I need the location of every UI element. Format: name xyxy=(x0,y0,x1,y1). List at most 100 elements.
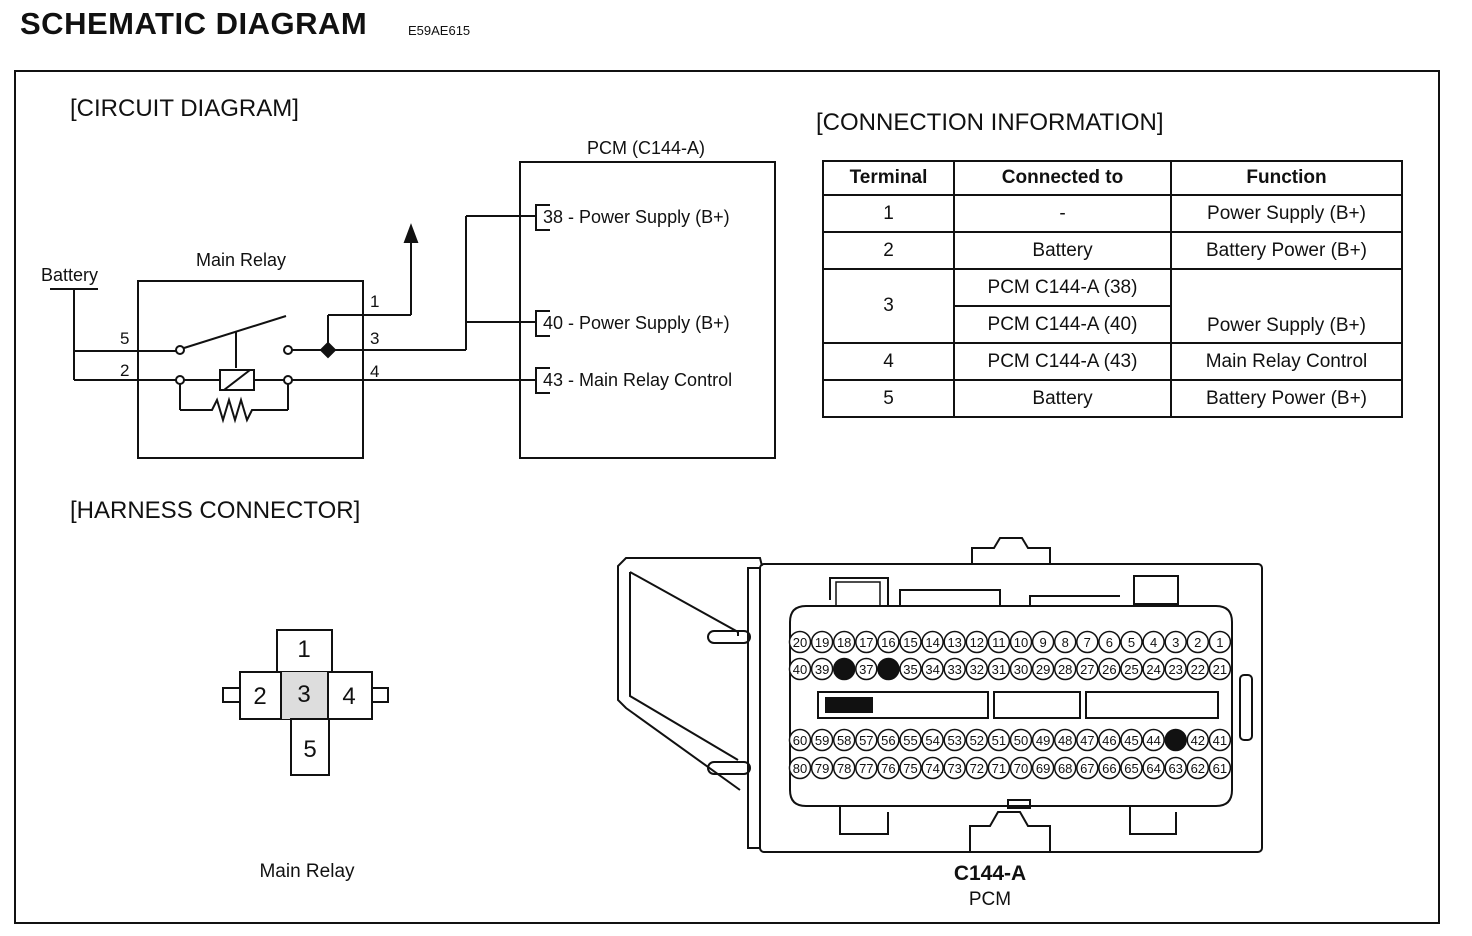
column-header: Terminal xyxy=(822,160,955,196)
pcm-pin-23 xyxy=(1164,657,1187,681)
terminal-cell: 5 xyxy=(822,379,955,418)
pcm-pin-label: 4 xyxy=(1150,635,1157,650)
connected-cell: PCM C144-A (43) xyxy=(953,342,1172,381)
connected-cell: Battery xyxy=(953,379,1172,418)
pcm-pin-10 xyxy=(1009,630,1033,654)
pcm-pin-47 xyxy=(1076,728,1099,752)
pcm-pin-label: 63 xyxy=(1168,761,1182,776)
pcm-pin-label: 49 xyxy=(1036,733,1050,748)
relay-terminal-label: 2 xyxy=(253,683,266,710)
pcm-pin-79 xyxy=(810,756,834,780)
pcm-pin-65 xyxy=(1120,756,1143,780)
connected-cell: PCM C144-A (40) xyxy=(953,305,1172,344)
pcm-pin-14 xyxy=(921,630,944,654)
pcm-pin-label: 7 xyxy=(1084,635,1091,650)
key-slot xyxy=(1085,691,1219,719)
relay-pin-label: 2 xyxy=(120,361,129,380)
pcm-pin-68 xyxy=(1053,756,1077,780)
pcm-pin-27 xyxy=(1076,657,1099,681)
relay-pin-label: 5 xyxy=(120,329,129,348)
table-header-row: Terminal Connected to Function xyxy=(822,160,1403,196)
pcm-pin-label: 59 xyxy=(815,733,829,748)
pcm-pin-label: 16 xyxy=(881,635,895,650)
pcm-pin-24 xyxy=(1142,657,1165,681)
pcm-pin-11 xyxy=(987,630,1011,654)
pcm-pin-61 xyxy=(1208,756,1232,780)
pcm-pin-43 xyxy=(1164,728,1187,752)
relay-pin-label: 3 xyxy=(370,329,379,348)
pcm-pin-label: 70 xyxy=(1014,761,1028,776)
pcm-pin-46 xyxy=(1098,728,1121,752)
pcm-pin-bracket xyxy=(535,310,550,337)
pcm-pin-80 xyxy=(788,756,812,780)
pcm-pin-label: 73 xyxy=(947,761,961,776)
pcm-pin-label: 37 xyxy=(859,662,873,677)
pcm-pin-label: 53 xyxy=(947,733,961,748)
key-slot xyxy=(817,691,989,719)
pcm-pin-70 xyxy=(1009,756,1033,780)
pcm-pin-label: 40 xyxy=(793,662,807,677)
pcm-pin-label: 57 xyxy=(859,733,873,748)
pcm-pin-label: 33 xyxy=(947,662,961,677)
pcm-pin-bracket xyxy=(535,367,550,394)
table-row: 5 Battery Battery Power (B+) xyxy=(822,379,1403,418)
pcm-pin-label: 65 xyxy=(1124,761,1138,776)
pcm-pin-9 xyxy=(1031,630,1055,654)
pcm-pin-56 xyxy=(877,728,900,752)
pcm-pin-4 xyxy=(1142,630,1165,654)
pcm-pin-label: 34 xyxy=(925,662,939,677)
resistor-icon xyxy=(180,396,288,424)
battery-label: Battery xyxy=(41,265,98,285)
pcm-pin-label: 24 xyxy=(1146,662,1160,677)
pcm-pin-19 xyxy=(810,630,834,654)
pcm-pin-label: 10 xyxy=(1014,635,1028,650)
pcm-pin-3 xyxy=(1164,630,1187,654)
pcm-pin-label: 9 xyxy=(1039,635,1046,650)
connector-lever xyxy=(617,557,763,791)
pcm-pin-5 xyxy=(1120,630,1143,654)
pcm-pin-label: 18 xyxy=(837,635,851,650)
pcm-pin-label: 22 xyxy=(1191,662,1205,677)
switch-contact xyxy=(175,345,185,355)
pcm-pin-label: 2 xyxy=(1194,635,1201,650)
pcm-box xyxy=(519,161,776,459)
pcm-pin-29 xyxy=(1031,657,1055,681)
junction-dot xyxy=(319,341,337,359)
pcm-pin-label: 13 xyxy=(947,635,961,650)
pcm-pin-label: 25 xyxy=(1124,662,1138,677)
pcm-connector-body xyxy=(759,563,1263,853)
pcm-pin-18 xyxy=(832,630,856,654)
relay-terminal-label: 4 xyxy=(342,683,355,710)
pcm-pin-label: 29 xyxy=(1036,662,1050,677)
pcm-pin-label: 30 xyxy=(1014,662,1028,677)
pcm-pin-label: 27 xyxy=(1080,662,1094,677)
pcm-pin-label: 3 xyxy=(1172,635,1179,650)
pcm-pin-32 xyxy=(965,657,989,681)
function-cell: Main Relay Control xyxy=(1170,342,1403,381)
pcm-pin-label: 5 xyxy=(1128,635,1135,650)
pcm-pin-50 xyxy=(1009,728,1033,752)
relay-pin-label: 1 xyxy=(370,292,379,311)
relay-terminal-label: 1 xyxy=(297,636,310,663)
table-row: 2 Battery Battery Power (B+) xyxy=(822,231,1403,270)
pcm-pin-label: 66 xyxy=(1102,761,1116,776)
relay-connector-caption: Main Relay xyxy=(259,861,355,882)
pcm-pin-41 xyxy=(1208,728,1232,752)
pcm-pin-20 xyxy=(788,630,812,654)
pcm-pin-38-label: 38 - Power Supply (B+) xyxy=(543,207,730,227)
pcm-pin-label: 61 xyxy=(1213,761,1227,776)
pcm-pin-label: 20 xyxy=(793,635,807,650)
pcm-pin-69 xyxy=(1031,756,1055,780)
pcm-pin-label: 50 xyxy=(1014,733,1028,748)
pcm-pin-71 xyxy=(987,756,1011,780)
pcm-pin-30 xyxy=(1009,657,1033,681)
pcm-pin-63 xyxy=(1164,756,1187,780)
pcm-pin-72 xyxy=(965,756,989,780)
relay-terminal-5 xyxy=(290,718,330,776)
table-row: PCM C144-A (40) xyxy=(823,305,1402,344)
connected-cell: - xyxy=(953,194,1172,233)
function-cell: Battery Power (B+) xyxy=(1170,379,1403,418)
terminal-cell: 3 xyxy=(822,268,955,344)
pcm-pin-label: 48 xyxy=(1058,733,1072,748)
pcm-pin-label: 60 xyxy=(793,733,807,748)
